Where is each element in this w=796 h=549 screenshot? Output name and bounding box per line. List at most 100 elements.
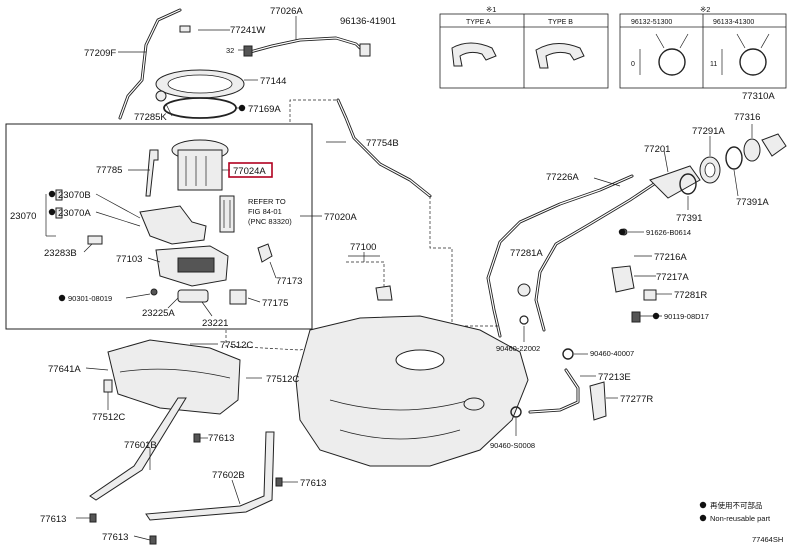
part-23070B-mini bbox=[55, 189, 63, 201]
clip-23225A-shape bbox=[150, 288, 158, 296]
cushion-23283B-shape bbox=[87, 235, 103, 245]
label-77144: 77144 bbox=[260, 76, 286, 87]
label-77291A: 77291A bbox=[692, 126, 725, 137]
cap-77310A-shape bbox=[761, 133, 787, 157]
legend-line-1: 再使用不可部品 bbox=[710, 500, 763, 510]
leader-dash-3 bbox=[225, 329, 387, 351]
legend-dot-2 bbox=[699, 514, 707, 522]
label-77169A: 77169A bbox=[248, 104, 281, 115]
label-77209F: 77209F bbox=[84, 48, 116, 59]
clamp-32-shape bbox=[243, 45, 253, 57]
highlight-77024A bbox=[228, 162, 273, 178]
label-23221: 23221 bbox=[202, 318, 228, 329]
leader-dash-1 bbox=[289, 99, 338, 122]
leader-dash-2 bbox=[429, 196, 498, 327]
bracket-77100-top bbox=[375, 285, 393, 301]
label-refer-line2: FIG 84-01 bbox=[248, 207, 282, 216]
tube-77209F bbox=[118, 8, 182, 120]
bolt-90119-shape bbox=[631, 311, 641, 323]
label-77310A: 77310A bbox=[742, 91, 775, 102]
clip-type-a-shape bbox=[451, 42, 497, 67]
label-96136-41901: 96136-41901 bbox=[340, 16, 396, 27]
label-23283B: 23283B bbox=[44, 248, 77, 259]
figure-code: 77464SH bbox=[752, 535, 783, 544]
clip-77285K-shape bbox=[155, 90, 167, 102]
clip-77241W-shape bbox=[179, 25, 191, 33]
hose-77026A bbox=[248, 36, 366, 54]
label-77641A: 77641A bbox=[48, 364, 81, 375]
clamp-ring-2 bbox=[739, 48, 767, 76]
label-77613-left: 77613 bbox=[40, 514, 66, 525]
clamp-col1-header: 96132-51300 bbox=[631, 19, 672, 26]
gasket-shape bbox=[163, 97, 237, 119]
bolt-77613-d bbox=[193, 433, 201, 443]
clip-77281R-shape bbox=[643, 289, 657, 301]
hose-77213E bbox=[528, 368, 580, 414]
label-77173: 77173 bbox=[276, 276, 302, 287]
band-77602B-shape bbox=[145, 431, 275, 521]
filter-23070-shape bbox=[139, 205, 207, 245]
label-refer-line3: (PNC 83320) bbox=[248, 217, 292, 226]
legend-dot-1 bbox=[699, 501, 707, 509]
clamp-90460-S0008-shape bbox=[510, 406, 522, 418]
label-90119-08D17: 90119-08D17 bbox=[664, 312, 709, 321]
label-77391A: 77391A bbox=[736, 197, 769, 208]
bolt-77613-b bbox=[149, 535, 157, 545]
label-77026A: 77026A bbox=[270, 6, 303, 17]
label-23225A: 23225A bbox=[142, 308, 175, 319]
label-77512C-left: 77512C bbox=[92, 412, 125, 423]
clamp-77281A-shape bbox=[517, 283, 531, 297]
legend-line-2: Non-reusable part bbox=[710, 514, 771, 523]
sender-77785-shape bbox=[145, 149, 159, 197]
pump-body-77024A bbox=[177, 149, 223, 191]
pump-base-detail bbox=[177, 257, 215, 273]
clamp-dim-2: 11 bbox=[710, 61, 717, 68]
part-labels: 77209F 77241W 77026A 96136-41901 32 7714… bbox=[10, 6, 775, 543]
label-77020A: 77020A bbox=[324, 212, 357, 223]
label-77226A: 77226A bbox=[546, 172, 579, 183]
label-77241W: 77241W bbox=[230, 25, 265, 36]
protector-77277R-shape bbox=[589, 381, 607, 421]
tube-77754B bbox=[336, 98, 432, 198]
label-77285K: 77285K bbox=[134, 112, 167, 123]
clamp-col2-header: 96133-41300 bbox=[713, 19, 754, 26]
band-77601B-shape bbox=[89, 397, 187, 501]
note-marker-2: ※2 bbox=[700, 5, 710, 14]
type-a-header: TYPE A bbox=[466, 19, 491, 26]
label-77602B: 77602B bbox=[212, 470, 245, 481]
label-77391: 77391 bbox=[676, 213, 702, 224]
label-77785: 77785 bbox=[96, 165, 122, 176]
filter-23221-shape bbox=[177, 289, 209, 303]
label-77601B: 77601B bbox=[124, 440, 157, 451]
note-table-clamps: ※2 96132-51300 96133-41300 0 11 bbox=[619, 5, 787, 89]
filler-pipe-77201-shape bbox=[649, 165, 701, 199]
sensor-77173-shape bbox=[257, 243, 273, 263]
leader-dash-4 bbox=[346, 261, 385, 300]
clamp-dim-1: 0 bbox=[631, 61, 635, 68]
label-77613-bottom: 77613 bbox=[102, 532, 128, 543]
label-77213E: 77213E bbox=[598, 372, 631, 383]
label-refer-line1: REFER TO bbox=[248, 197, 286, 206]
label-77277R: 77277R bbox=[620, 394, 653, 405]
clip-96136-shape bbox=[359, 43, 371, 57]
gasket-77391A-shape bbox=[725, 146, 743, 170]
label-90460-S0008: 90460-S0008 bbox=[490, 441, 535, 450]
gasket-77391-shape bbox=[679, 173, 697, 195]
label-23070: 23070 bbox=[10, 211, 36, 222]
label-77281R: 77281R bbox=[674, 290, 707, 301]
label-91626-B0614: 91626-B0614 bbox=[646, 228, 691, 237]
tube-77226A bbox=[486, 174, 662, 338]
label-77175: 77175 bbox=[262, 298, 288, 309]
clamp-90460-40007-shape bbox=[562, 348, 574, 360]
label-77100: 77100 bbox=[350, 242, 376, 253]
label-77103: 77103 bbox=[116, 254, 142, 265]
label-77512C-right: 77512C bbox=[266, 374, 299, 385]
label-23070B: 23070B bbox=[58, 190, 91, 201]
bolt-77613-a bbox=[89, 513, 97, 523]
part-23070A-mini bbox=[55, 207, 63, 219]
label-90460-22002: 90460-22002 bbox=[496, 344, 540, 353]
fuel-pump-cartridge bbox=[219, 195, 235, 233]
note-table-type: ※1 TYPE A TYPE B bbox=[439, 5, 609, 89]
label-77216A: 77216A bbox=[654, 252, 687, 263]
